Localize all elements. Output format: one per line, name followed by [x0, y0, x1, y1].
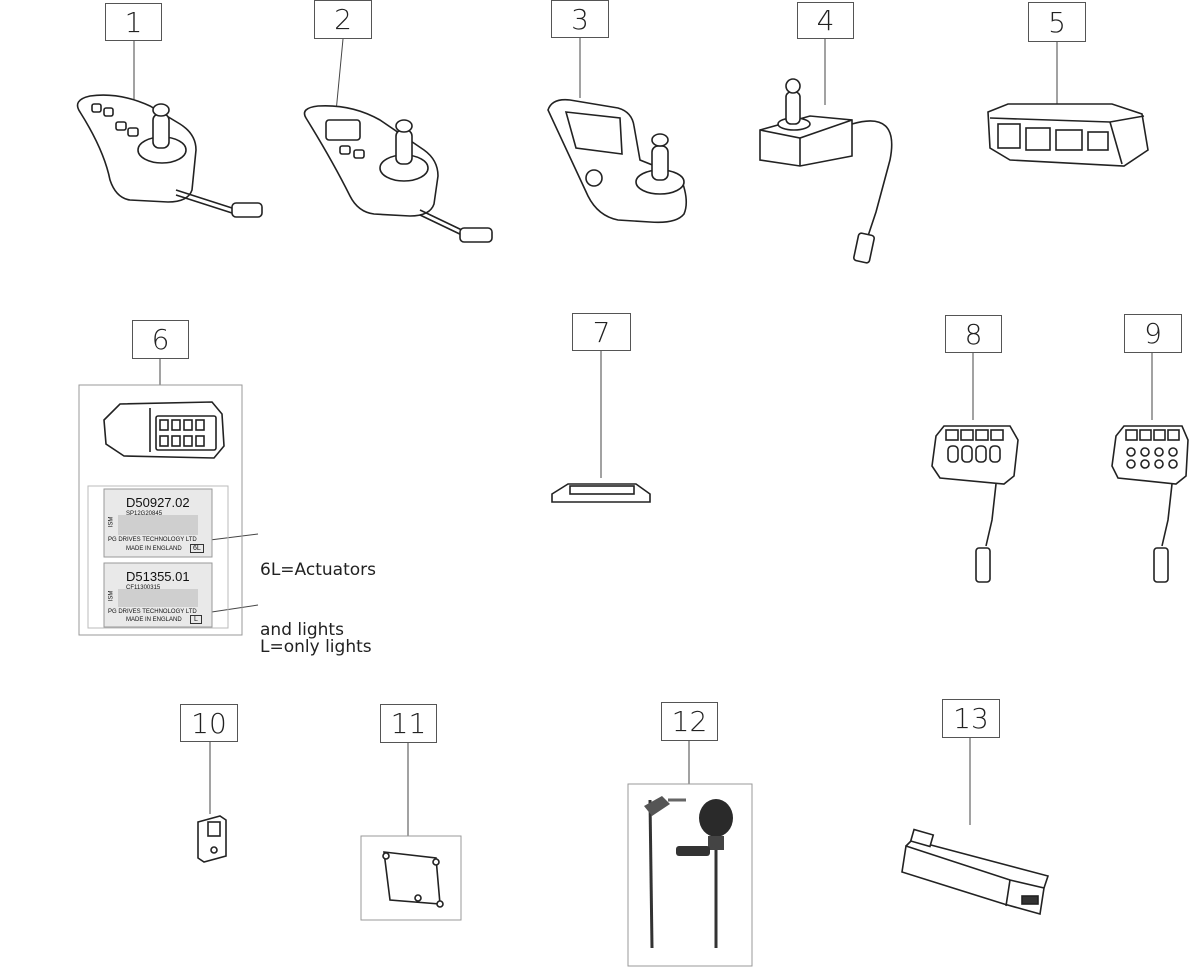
part-8-switch-box	[931, 425, 1019, 583]
barcode-1	[118, 515, 198, 535]
part-10-connector	[197, 815, 227, 863]
callout-11: 11	[380, 704, 437, 743]
label-card-1-serial: SP12G20845	[126, 511, 163, 517]
callout-7: 7	[572, 313, 631, 351]
part-6-interface-module	[103, 401, 225, 459]
label-card-1-origin: MADE IN ENGLAND	[126, 546, 182, 552]
part-12-microphone	[644, 796, 733, 949]
label-card-2-suffix: L	[190, 615, 202, 624]
label-card-1: D50927.02 SP12G20845 ISM PG DRIVES TECHN…	[104, 489, 212, 557]
callout-5: 5	[1028, 2, 1086, 42]
label-card-1-maker: PG DRIVES TECHNOLOGY LTD	[108, 537, 197, 543]
callout-8-number: 8	[964, 317, 983, 351]
note-actuators-line2: and lights	[260, 620, 344, 640]
callout-13: 13	[942, 699, 1000, 738]
part-13-battery-stick	[901, 828, 1050, 916]
part-9-switch-box	[1111, 425, 1189, 583]
barcode-2	[118, 589, 198, 607]
callout-2-number: 2	[334, 3, 352, 36]
callout-8: 8	[945, 315, 1002, 353]
part-2-display-controller	[303, 104, 493, 243]
callout-6: 6	[132, 320, 189, 359]
part-5-power-module	[987, 103, 1149, 167]
note-lights-only-text: L=only lights	[260, 637, 372, 657]
callout-13-number: 13	[953, 702, 989, 735]
part-3-touchscreen-controller	[547, 98, 688, 224]
note-actuators-and-lights: 6L=Actuators and lights	[260, 520, 376, 660]
callout-9: 9	[1124, 314, 1182, 353]
label-photo-frame	[87, 485, 229, 629]
callout-10-number: 10	[191, 706, 227, 740]
note-actuators-line1: 6L=Actuators	[260, 560, 376, 580]
callout-12-number: 12	[671, 705, 708, 738]
callout-4: 4	[797, 2, 854, 39]
callout-1: 1	[105, 3, 162, 41]
callout-3-number: 3	[571, 2, 589, 36]
frame-12	[627, 783, 753, 967]
callout-9-number: 9	[1144, 317, 1162, 350]
part-1-joystick-controller	[76, 94, 263, 218]
callout-2: 2	[314, 0, 372, 39]
callout-4-number: 4	[816, 4, 835, 37]
callout-7-number: 7	[592, 315, 611, 349]
label-card-2-serial: CF11300315	[126, 585, 161, 591]
frame-11	[360, 835, 462, 921]
leader-2	[335, 38, 344, 113]
part-11-cover-plate	[382, 851, 444, 908]
part-7-slim-module	[551, 483, 651, 503]
label-card-2-code: D51355.01	[126, 569, 190, 584]
label-card-2-side: ISM	[108, 590, 115, 602]
label-card-2-maker: PG DRIVES TECHNOLOGY LTD	[108, 609, 197, 615]
callout-10: 10	[180, 704, 238, 742]
frame-6	[78, 384, 243, 636]
callout-3: 3	[551, 0, 609, 38]
callout-12: 12	[661, 702, 718, 741]
callout-11-number: 11	[390, 707, 427, 740]
label-card-1-suffix: 6L	[190, 544, 204, 553]
leader-note-l	[204, 604, 259, 614]
leader-note-6l	[209, 533, 259, 541]
callout-6-number: 6	[151, 323, 170, 356]
label-card-1-code: D50927.02	[126, 495, 190, 510]
note-lights-only: L=only lights	[260, 597, 372, 677]
callout-5-number: 5	[1048, 5, 1066, 39]
label-card-1-side: ISM	[108, 516, 115, 528]
callout-1-number: 1	[124, 5, 143, 39]
part-4-attendant-joystick	[759, 78, 893, 264]
label-card-2: D51355.01 CF11300315 ISM PG DRIVES TECHN…	[104, 563, 212, 627]
label-card-2-origin: MADE IN ENGLAND	[126, 617, 182, 623]
